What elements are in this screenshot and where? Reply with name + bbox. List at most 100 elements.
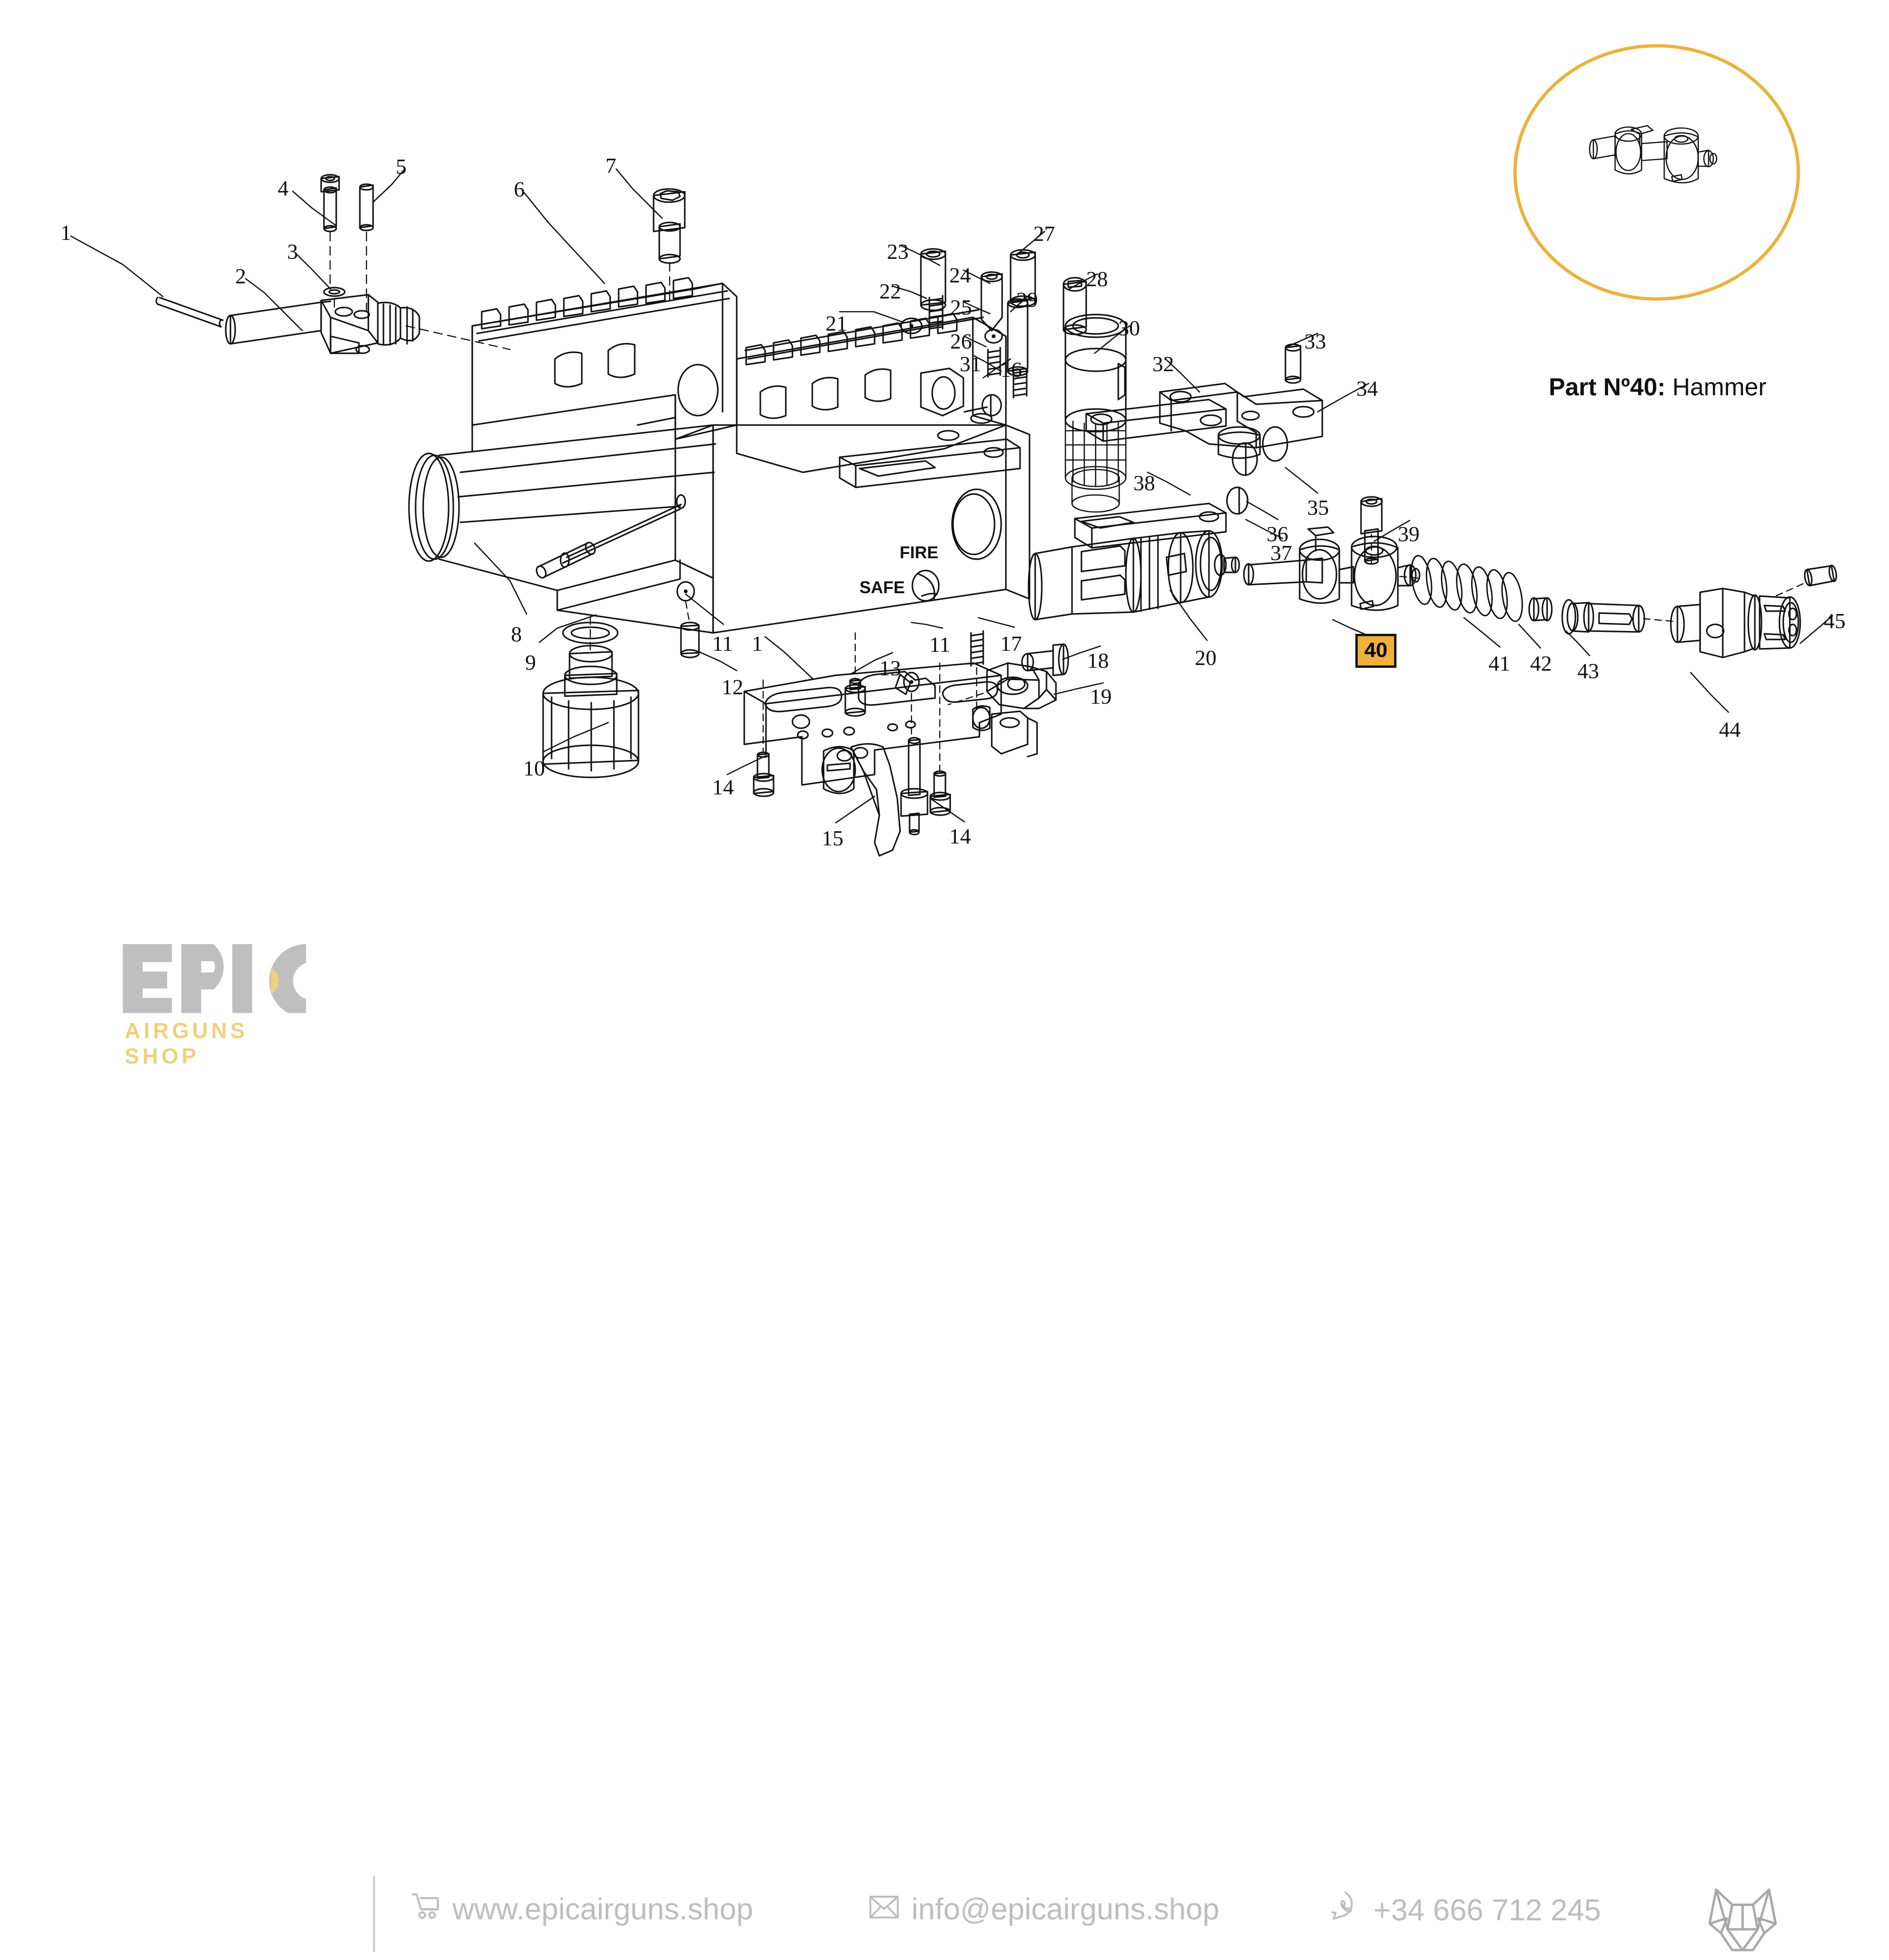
part-bush-12	[680, 622, 700, 658]
part-screw-39	[1360, 496, 1383, 565]
callout-number: 22	[879, 279, 901, 303]
callout-number: 23	[887, 239, 909, 264]
footer-email[interactable]: info@epicairguns.shop	[869, 1892, 1219, 1926]
inset-caption: Part Nº40: Hammer	[1478, 373, 1837, 401]
exploded-diagram: FIRE SAFE	[0, 0, 1889, 921]
brand-logo: AIRGUNS SHOP	[123, 930, 321, 1068]
part-link-32	[1085, 399, 1227, 442]
part-pin-33	[1285, 343, 1302, 384]
part-valve-20	[1028, 530, 1240, 621]
part-striker-43	[1561, 599, 1645, 635]
fire-marking: FIRE	[900, 543, 938, 562]
part-block-19	[986, 662, 1057, 709]
part-handguard-6	[471, 277, 738, 440]
assembly-axis	[329, 231, 511, 350]
callout-number: 24	[949, 263, 971, 287]
callout-number: 34	[1356, 376, 1378, 401]
inset-caption-prefix: Part Nº40:	[1549, 374, 1666, 401]
callout-number: 35	[1307, 495, 1329, 520]
inset-caption-name: Hammer	[1672, 374, 1767, 401]
website-text: www.epicairguns.shop	[452, 1892, 753, 1926]
part-spacer-42	[1528, 597, 1553, 622]
callout-number: 6	[514, 177, 525, 201]
part-link-37	[1074, 503, 1227, 549]
part-barrel-2	[225, 294, 420, 354]
callout-number: 9	[525, 650, 536, 674]
safety-selector	[911, 570, 940, 602]
callout-number: 13	[879, 656, 901, 680]
callout-number: 45	[1824, 609, 1846, 633]
callout-number: 43	[1577, 659, 1599, 683]
callout-number: 7	[605, 153, 616, 178]
callout-number: 29	[1016, 288, 1038, 312]
highlighted-part-inset	[1506, 28, 1808, 331]
part-bar-38	[839, 438, 1021, 488]
part-pin-18	[1021, 643, 1069, 676]
part-screw-28	[1063, 277, 1087, 335]
part-screw-7	[653, 188, 686, 264]
footer-divider	[373, 1876, 375, 1952]
footer-website[interactable]: www.epicairguns.shop	[411, 1892, 753, 1926]
callout-number: 3	[287, 239, 298, 264]
callout-number: 32	[1152, 352, 1174, 376]
callout-number: 11	[929, 632, 951, 656]
callout-number: 14	[712, 775, 734, 799]
part-ball-31	[981, 394, 1002, 417]
part-pin-1	[155, 297, 224, 328]
part-cap-10	[542, 645, 639, 778]
part-bracket-34	[1159, 383, 1323, 462]
callout-number: 8	[511, 622, 522, 646]
callout-number: 26	[950, 329, 972, 353]
part-trigger-housing	[743, 662, 1038, 786]
part-screw-14a	[753, 751, 774, 797]
part-spring-17	[970, 630, 984, 667]
cart-icon	[411, 1892, 440, 1926]
callout-number: 15	[822, 826, 843, 850]
callout-number: 41	[1489, 651, 1510, 675]
callout-number: 5	[396, 154, 407, 179]
part-spring-16	[1013, 368, 1028, 399]
part-pin-8	[536, 542, 596, 579]
callout-number: 20	[1195, 646, 1217, 670]
part-screw-23	[920, 248, 946, 311]
epic-wordmark	[123, 942, 312, 1018]
part-trigger-15	[821, 743, 901, 857]
callout-number: 30	[1118, 316, 1140, 340]
part-spring-26	[987, 347, 1001, 378]
callout-number: 44	[1719, 717, 1741, 741]
callout-number: 25	[950, 295, 972, 319]
inset-ring	[1513, 44, 1800, 301]
part-washer-3	[323, 287, 346, 297]
part-rail-section	[736, 309, 1007, 473]
callout-number: 10	[523, 756, 545, 780]
callout-number: 4	[278, 176, 289, 200]
email-text: info@epicairguns.shop	[911, 1892, 1220, 1926]
callout-number: 37	[1270, 541, 1292, 565]
envelope-icon	[869, 1892, 899, 1926]
part-regulator-30	[1064, 314, 1127, 513]
callout-number: 19	[1090, 684, 1112, 708]
part-pin-45	[1804, 564, 1838, 587]
callout-number: 31	[960, 352, 981, 376]
safe-marking: SAFE	[859, 578, 905, 597]
callout-number: 21	[825, 311, 847, 335]
footer-bar: AIRGUNS SHOP www.epicairguns.shop	[0, 921, 1889, 1952]
wolf-head-logo	[1695, 1873, 1790, 1960]
part-ball-11a	[676, 581, 695, 602]
part-washer-36	[1226, 486, 1249, 515]
callout-number: 14	[949, 824, 971, 848]
callout-number: 16	[1000, 358, 1022, 382]
part-screw-14b	[929, 770, 951, 816]
part-screw-24	[980, 271, 1003, 332]
part-spring-41	[1411, 555, 1523, 622]
part-ball-25	[984, 329, 1003, 344]
callout-number: 27	[1033, 222, 1055, 246]
callout-number: 42	[1530, 651, 1552, 675]
part-pin-5	[359, 183, 374, 231]
part-ball-11b	[903, 672, 920, 692]
footer-phone[interactable]: +34 666 712 245	[1321, 1886, 1601, 1928]
callout-number: 11	[712, 631, 733, 656]
callout-number: 17	[1000, 631, 1022, 656]
whatsapp-icon	[1321, 1886, 1361, 1928]
